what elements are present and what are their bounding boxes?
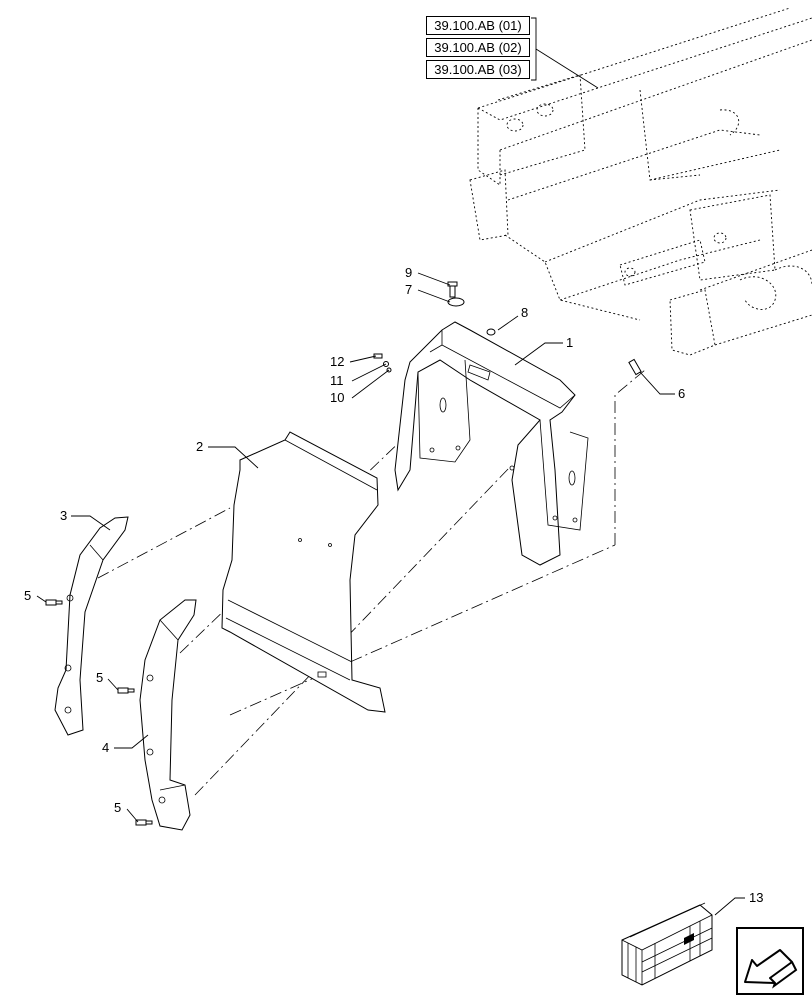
callout-8: 8 — [521, 305, 528, 320]
callout-6: 6 — [678, 386, 685, 401]
reference-bracket — [531, 17, 599, 89]
callout-11: 11 — [330, 373, 344, 388]
fasteners — [45, 281, 642, 826]
callout-2: 2 — [196, 439, 203, 454]
chassis-frame-context — [469, 7, 812, 356]
bolt-9 — [447, 281, 458, 298]
callout-1: 1 — [566, 335, 573, 350]
callout-3: 3 — [60, 508, 67, 523]
washer-7 — [447, 297, 465, 307]
callout-10: 10 — [330, 390, 344, 405]
parts-kit-crate-icon — [621, 902, 713, 986]
callout-4: 4 — [102, 740, 109, 755]
assembly-projection-lines — [97, 369, 646, 796]
screw-5-middle — [117, 687, 135, 694]
callout-13: 13 — [749, 890, 763, 905]
screw-5-lower — [135, 819, 153, 826]
callout-12: 12 — [330, 354, 344, 369]
callout-5: 5 — [24, 588, 31, 603]
callout-5: 5 — [96, 670, 103, 685]
part-1-support-bracket[interactable] — [394, 321, 589, 566]
callout-9: 9 — [405, 265, 412, 280]
screw-5-upper — [45, 599, 63, 606]
reference-link-39-100-ab-01[interactable]: 39.100.AB (01) — [426, 16, 530, 35]
callout-numbers: 1 2 3 4 5 5 5 6 7 8 9 10 11 12 13 — [24, 265, 763, 905]
reference-link-39-100-ab-03[interactable]: 39.100.AB (03) — [426, 60, 530, 79]
navigation-arrow-icon[interactable] — [736, 927, 804, 995]
pin-6 — [628, 358, 642, 376]
part-2-panel[interactable] — [221, 431, 386, 713]
reference-link-39-100-ab-02[interactable]: 39.100.AB (02) — [426, 38, 530, 57]
nut-8 — [486, 328, 496, 336]
callout-leaders — [36, 272, 745, 916]
callout-7: 7 — [405, 282, 412, 297]
callout-5: 5 — [114, 800, 121, 815]
part-4-right-trim[interactable] — [139, 599, 197, 831]
fasteners-10-11-12 — [373, 353, 392, 373]
part-3-left-trim[interactable] — [54, 516, 129, 736]
